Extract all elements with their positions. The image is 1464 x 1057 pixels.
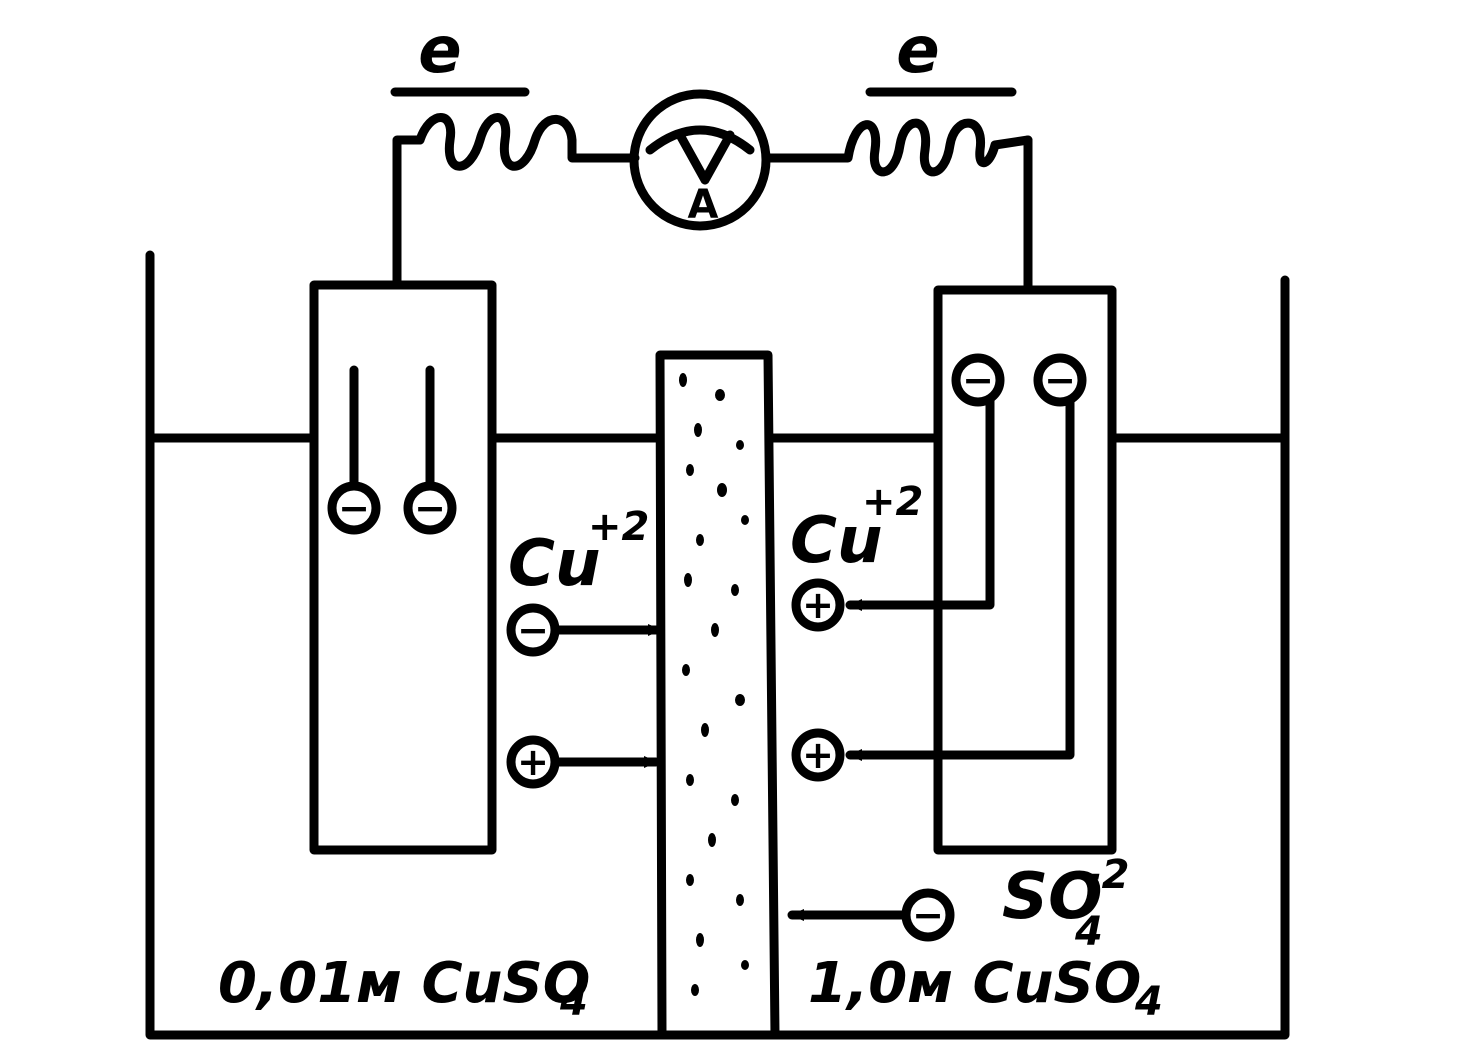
sulfate-ion-sign: −	[912, 893, 944, 937]
left-electron-2	[403, 481, 457, 535]
sulfate-ion	[901, 888, 955, 942]
right-copper-ion-charge: +2	[862, 479, 923, 525]
left-anion	[506, 603, 560, 657]
right-cation-1-sign: +	[802, 583, 834, 627]
left-cation	[506, 735, 560, 789]
right-electron-path-1	[845, 395, 995, 611]
right-copper-ion-label: Cu	[790, 504, 883, 578]
ammeter-scale	[645, 125, 755, 155]
left-cation-sign: +	[517, 740, 549, 784]
left-anion-sign: −	[517, 608, 549, 652]
left-copper-ion-label: Cu	[508, 527, 601, 601]
left-electron-2-sign: −	[414, 486, 446, 530]
ammeter-needle	[675, 130, 735, 185]
electron-label-right: e	[896, 14, 939, 88]
wire-left	[392, 135, 425, 290]
left-electrode	[309, 280, 497, 855]
right-electron-1-sign: −	[962, 358, 994, 402]
electron-label-left: e	[418, 14, 461, 88]
sulfate-charge: -2	[1085, 852, 1129, 898]
right-concentration-subscript: 4	[1134, 979, 1163, 1025]
left-concentration-subscript: 4	[559, 979, 588, 1025]
right-cation-2-sign: +	[802, 733, 834, 777]
right-electron-1	[951, 353, 1005, 407]
membrane-pores	[679, 373, 749, 996]
porous-membrane	[655, 350, 780, 1040]
right-electron-2	[1033, 353, 1087, 407]
right-concentration-label: 1,0м CuSO	[808, 951, 1141, 1016]
sulfate-label: SO	[1002, 860, 1103, 934]
left-concentration-label: 0,01м CuSO	[218, 951, 590, 1016]
ammeter-label: A	[688, 182, 719, 228]
right-electron-path-2	[845, 395, 1075, 761]
left-electron-1	[327, 481, 381, 535]
coil-left	[415, 113, 640, 171]
right-electron-2-sign: −	[1044, 358, 1076, 402]
right-cation-2	[791, 728, 845, 782]
coil-right	[761, 118, 1033, 177]
left-electron-1-sign: −	[338, 486, 370, 530]
left-copper-ion-charge: +2	[588, 504, 649, 550]
right-cation-1	[791, 578, 845, 632]
sulfate-subscript: 4	[1074, 909, 1103, 955]
